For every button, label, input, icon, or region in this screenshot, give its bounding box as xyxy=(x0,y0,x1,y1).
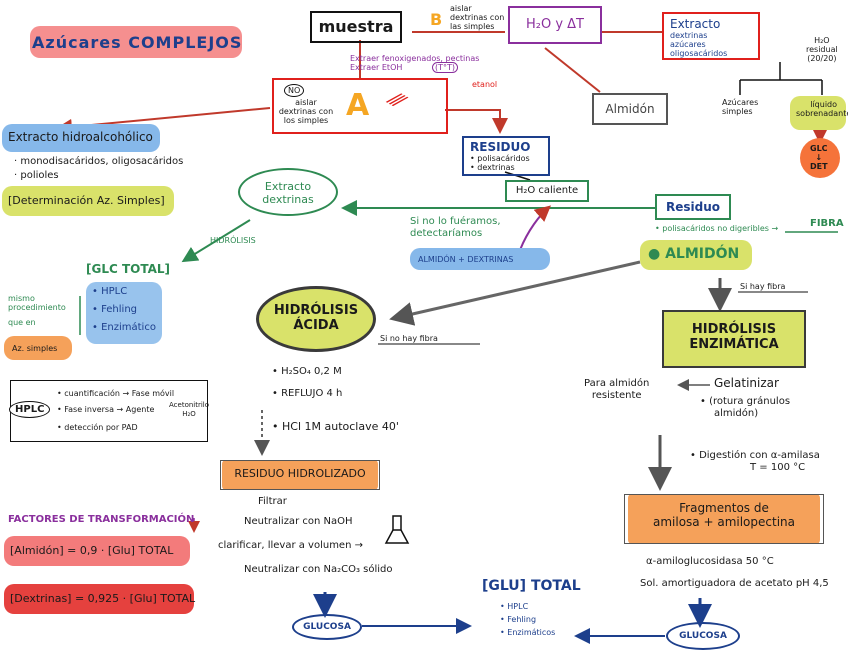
muestra-box: muestra xyxy=(310,11,402,43)
extracto-top-box: Extracto dextrinas azúcares oligosacárid… xyxy=(662,12,760,60)
glucosa-right-ellipse: GLUCOSA xyxy=(666,622,740,650)
residuo1-box: RESIDUO • polisacáridos • dextrinas xyxy=(462,136,550,176)
almidon-box: Almidón xyxy=(592,93,668,125)
acid-step: • HCl 1M autoclave 40' xyxy=(272,420,399,433)
residuo1-item: • polisacáridos xyxy=(470,154,530,163)
extracto-top-item: azúcares xyxy=(670,40,706,49)
hplc-line: • cuantificación → Fase móvil xyxy=(57,389,175,398)
factor-almidon: [Almidón] = 0,9 · [Glu] TOTAL xyxy=(10,544,174,557)
extracto-hidro-title: Extracto hidroalcohólico xyxy=(8,130,153,144)
h2o-to-almidon-line xyxy=(544,47,601,93)
determinacion-az-simples: [Determinación Az. Simples] xyxy=(8,194,165,207)
glc-total-title: [GLC TOTAL] xyxy=(86,262,171,276)
a-box: NO aislar dextrinas con los simples A ⁄⁄… xyxy=(272,78,448,134)
b-note: aislar dextrinas con las simples xyxy=(450,4,505,31)
almidon-dextrinas: ALMIDÓN + DEXTRINAS xyxy=(418,255,514,264)
no-circle: NO xyxy=(284,84,305,97)
hidrolisis-arrow xyxy=(181,219,251,263)
residuo1-item: • dextrinas xyxy=(470,163,515,172)
b-letter: B xyxy=(430,10,443,29)
si-no-fuera: Si no lo fuéramos,detectaríamos xyxy=(410,216,501,239)
hplc-label: HPLC xyxy=(9,401,51,418)
si-no-hay-fibra: Si no hay fibra xyxy=(380,334,438,343)
acid-step: • REFLUJO 4 h xyxy=(272,388,343,399)
az-simples: Az. simples xyxy=(12,344,58,353)
hplc-box: HPLC • cuantificación → Fase móvil • Fas… xyxy=(9,380,210,442)
etanol-label: etanol xyxy=(472,80,498,89)
fibra-label: FIBRA xyxy=(810,218,844,229)
h2o-box: H₂O y ΔT xyxy=(508,6,602,44)
residuo2-item: • polisacáridos no digeribles → xyxy=(655,224,779,233)
glc-det: GLC↓DET xyxy=(810,144,828,171)
title-highlight xyxy=(30,26,242,58)
hplc-line: • Fase inversa → Agente xyxy=(57,405,155,414)
glu-total-items: • HPLC • Fehling • Enzimáticos xyxy=(500,602,556,637)
factores-title: FACTORES DE TRANSFORMACIÓN xyxy=(8,514,195,525)
flask-icon xyxy=(384,515,410,544)
page-title: Azúcares COMPLEJOS xyxy=(32,33,243,52)
gelatinizar-title: Gelatinizar xyxy=(714,376,779,390)
procesado-step: Neutralizar con NaOH xyxy=(244,516,353,527)
extracto-top-item: dextrinas xyxy=(670,31,708,40)
acid-step: • H₂SO₄ 0,2 M xyxy=(272,366,342,377)
extracto-top-title: Extracto xyxy=(670,17,721,31)
hplc-line: • detección por PAD xyxy=(57,423,138,432)
glucosa-left-ellipse: GLUCOSA xyxy=(292,614,362,640)
extracto-hidro-item: · polioles xyxy=(14,170,59,181)
a-to-residuo-arrow xyxy=(445,109,508,134)
extracto-hidro-item: · monodisacáridos, oligosacáridos xyxy=(14,156,184,167)
h2o-caliente-box: H₂O caliente xyxy=(505,180,589,202)
a-letter: A xyxy=(346,88,370,123)
alfa-glucosidasa: α-amiloglucosidasa 50 °C xyxy=(646,556,774,567)
almidon-main: ● ALMIDÓN xyxy=(648,246,740,262)
residuo2-box: Residuo xyxy=(655,194,731,220)
extracto-tree xyxy=(739,62,823,95)
procesado-step: Filtrar xyxy=(258,496,287,507)
residuo1-title: RESIDUO xyxy=(470,140,531,154)
a-decoration: ⁄⁄⁄ xyxy=(386,87,408,113)
ttt-badge: (T°T) xyxy=(432,62,459,73)
glc-total-items: • HPLC • Fehling • Enzimático xyxy=(92,286,156,333)
almidon-to-acida-arrow xyxy=(389,260,641,326)
si-hay-fibra: Si hay fibra xyxy=(740,282,786,291)
procesado-step: clarificar, llevar a volumen → xyxy=(218,540,363,551)
residuo-hidrolizado-box: RESIDUO HIDROLIZADO xyxy=(220,460,380,490)
factor-dextrinas: [Dextrinas] = 0,925 · [Glu] TOTAL xyxy=(10,592,196,605)
hidrolisis-label: HIDRÓLISIS xyxy=(210,236,256,245)
a-note: aislar dextrinas con los simples xyxy=(278,98,334,125)
sol-amortiguadora: Sol. amortiguadora de acetato pH 4,5 xyxy=(640,578,829,589)
extracto-top-item: oligosacáridos xyxy=(670,49,728,58)
procesado-step: Neutralizar con Na₂CO₃ sólido xyxy=(244,564,393,575)
glu-total-title: [GLU] TOTAL xyxy=(482,578,581,594)
